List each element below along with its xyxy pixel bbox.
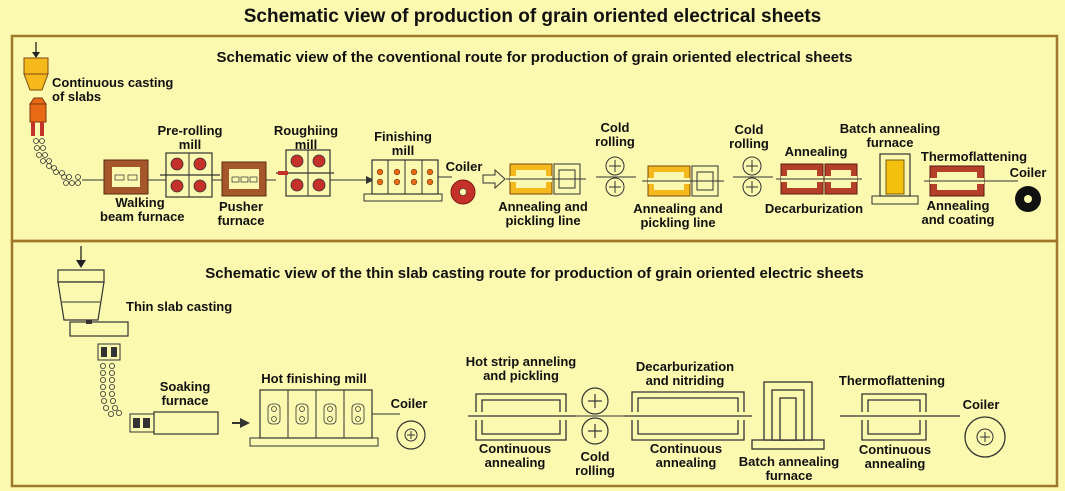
annealing-pickling-line-2 [642,165,724,197]
batch-annealing-furnace-1 [871,153,919,205]
label-thin-slab-casting: Thin slab casting [126,299,233,314]
hot-finishing-mill [249,389,400,447]
coiler-2-graphic [1015,186,1041,212]
label-thin-coiler-1: Coiler [390,396,428,411]
thin-slab-frame [10,239,1059,488]
cold-rolling-1-rolls [596,156,636,197]
label-hot-finishing-mill: Hot finishing mill [261,371,367,386]
coiler-1-graphic [450,179,476,205]
label-coiler-1: Coiler [445,159,483,174]
thermoflattening-furnace [924,165,1018,197]
hot-strip-annealing-box [468,393,576,441]
label-thin-coiler-2: Coiler [962,397,1000,412]
soaking-furnace [129,411,250,435]
label-thin-thermoflattening: Thermoflattening [838,373,946,388]
thin-slab-strand-rollers [100,362,123,417]
main-title: Schematic view of production of grain or… [243,6,822,27]
finishing-mill [363,159,452,202]
annealing-pickling-line-1 [506,163,586,195]
continuous-casting-machine [23,42,49,136]
cold-rolling-2-rolls [733,156,773,197]
thin-coiler-1-graphic [396,420,426,450]
conventional-route-title: Schematic view of the coventional route … [216,49,853,66]
label-thermoflattening-1: Thermoflattening [920,149,1028,164]
label-decarburization: Decarburization [764,201,864,216]
decarburization-nitriding-box [624,391,752,441]
batch-annealing-furnace-2 [751,381,825,450]
walking-beam-furnace [103,159,149,195]
thin-slab-route-title: Schematic view of the thin slab casting … [205,265,864,282]
strand-rollers [33,138,81,186]
pusher-furnace [221,161,267,197]
pre-rolling-mill [160,152,220,198]
thin-cold-rolling-rolls [572,387,630,445]
roughing-mill [276,149,334,197]
label-annealing: Annealing [784,144,848,159]
label-coiler-2: Coiler [1009,165,1047,180]
annealing-decarburization-furnace [776,163,862,195]
thin-slab-casting-machine [57,246,129,361]
thin-thermoflattening-box [840,393,960,441]
process-arrow [482,168,506,190]
thin-coiler-2-graphic [964,416,1006,458]
